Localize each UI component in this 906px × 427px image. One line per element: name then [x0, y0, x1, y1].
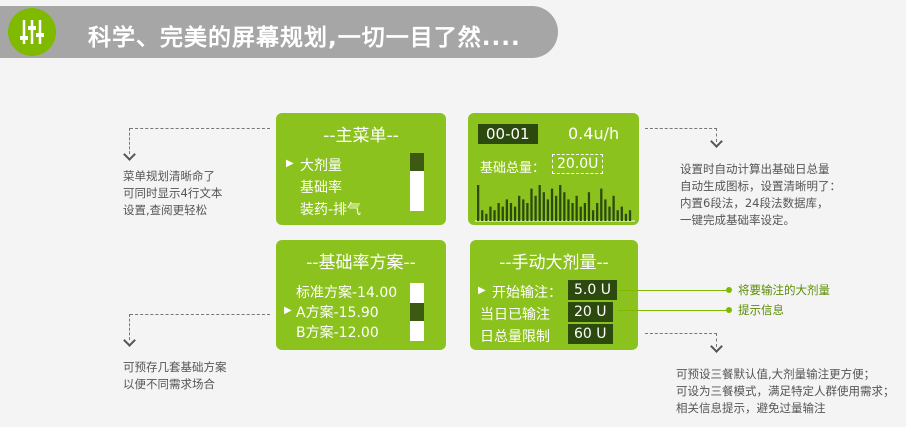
chart-bar [563, 192, 566, 221]
basal-rate: 0.4u/h [568, 124, 620, 143]
connector-line [130, 128, 270, 129]
scroll-indicator [410, 283, 424, 341]
basal-plans-panel: --基础率方案-- 标准方案-14.00 ▶ A方案-15.90 B方案-12.… [276, 240, 446, 350]
chart-bar [513, 206, 517, 221]
chart-bar [550, 188, 554, 221]
bolus-start-value[interactable]: 5.0 U [568, 280, 617, 300]
chart-bar [591, 210, 595, 221]
callout-info-label: 提示信息 [738, 303, 784, 317]
basal-screen-panel: 00-01 0.4u/h 基础总量： 20.0U [468, 113, 639, 225]
basal-total-value: 20.0U [552, 154, 604, 174]
chart-bar [493, 210, 496, 221]
chart-bar [501, 206, 504, 221]
time-segment: 00-01 [478, 124, 538, 144]
chart-bar [579, 206, 582, 221]
sliders-icon [8, 8, 56, 56]
plan-standard[interactable]: 标准方案-14.00 [296, 285, 398, 301]
chart-bar [530, 188, 533, 221]
chart-bar [608, 206, 611, 221]
bolus-note: 可预设三餐默认值,大剂量输注更方便； 可设为三餐模式，满足特定人群使用需求； 相… [676, 367, 895, 415]
chart-bar [489, 206, 492, 221]
bolus-limit-label: 日总量限制 [480, 329, 550, 345]
chart-bar [612, 195, 615, 221]
manual-bolus-title: --手动大剂量-- [499, 253, 609, 273]
callout-line [618, 290, 728, 291]
selection-arrow-icon: ▶ [284, 305, 292, 316]
chart-bar [624, 213, 628, 221]
callout-dot [726, 287, 732, 293]
chart-bar [600, 188, 603, 221]
manual-bolus-panel: --手动大剂量-- ▶ 开始输注： 5.0 U 当日已输注 20 U 日总量限制… [470, 240, 638, 350]
connector-line [716, 128, 717, 142]
chart-bar [620, 206, 623, 221]
chart-bar [477, 185, 480, 221]
chart-bar [567, 199, 570, 221]
chart-bar [555, 195, 558, 221]
chevron-down-icon [123, 334, 136, 347]
chart-bar [522, 199, 525, 221]
chevron-down-icon [710, 135, 723, 148]
connector-line [130, 314, 270, 315]
chart-bar [542, 192, 545, 221]
chart-bar [485, 213, 488, 221]
scroll-indicator [410, 153, 424, 211]
chart-bar [518, 195, 521, 221]
bolus-today-value: 20 U [568, 302, 613, 322]
chevron-down-icon [710, 340, 723, 353]
bolus-limit-value: 60 U [568, 324, 613, 344]
chart-bar [604, 199, 607, 221]
main-menu-panel: --主菜单-- ▶ 大剂量 基础率 装药-排气 [276, 113, 446, 225]
selection-arrow-icon: ▶ [478, 285, 486, 296]
connector-line [645, 128, 717, 129]
menu-item-bolus[interactable]: 大剂量 [300, 158, 342, 174]
chart-bar [575, 195, 578, 221]
chart-bar [509, 203, 513, 221]
basal-plans-title: --基础率方案-- [306, 253, 416, 273]
page-title: 科学、完美的屏幕规划,一切一目了然.... [88, 25, 521, 51]
chart-bar [628, 210, 632, 221]
header-banner: 科学、完美的屏幕规划,一切一目了然.... [0, 6, 558, 58]
chart-bar [596, 203, 599, 221]
chart-bar [505, 199, 508, 221]
selection-arrow-icon: ▶ [286, 158, 294, 169]
callout-bolus-label: 将要输注的大剂量 [738, 283, 830, 297]
basal-chart [475, 185, 635, 222]
chart-bar [559, 185, 562, 221]
main-menu-title: --主菜单-- [323, 126, 399, 146]
plan-a[interactable]: A方案-15.90 [296, 305, 379, 321]
bolus-start-label: 开始输注： [492, 285, 562, 301]
menu-item-prime[interactable]: 装药-排气 [300, 202, 362, 218]
bolus-today-label: 当日已输注 [480, 307, 550, 323]
chart-bar [497, 203, 500, 221]
callout-dot [726, 307, 732, 313]
chart-bar [616, 210, 619, 221]
chart-bar [538, 185, 541, 221]
connector-line [716, 333, 717, 347]
connector-line [129, 314, 130, 340]
connector-line [645, 333, 717, 334]
plans-note: 可预存几套基础方案 以便不同需求场合 [123, 360, 227, 391]
basal-note: 设置时自动计算出基础日总量 自动生成图标，设置清晰明了： 内置6段法，24段法数… [680, 162, 841, 227]
chart-bar [534, 195, 537, 221]
chart-bar [546, 199, 550, 221]
chart-bar [481, 210, 484, 221]
basal-total-label: 基础总量： [480, 161, 546, 176]
chart-bar [526, 203, 529, 221]
connector-line [129, 128, 130, 154]
chart-bar [571, 203, 574, 221]
chart-bar [583, 203, 586, 221]
plan-b[interactable]: B方案-12.00 [296, 325, 379, 341]
chevron-down-icon [123, 148, 136, 161]
menu-note: 菜单规划清晰命了 可同时显示4行文本 设置,查阅更轻松 [123, 169, 223, 217]
menu-item-basal[interactable]: 基础率 [300, 180, 342, 196]
callout-line [618, 310, 728, 311]
chart-bar [587, 192, 591, 221]
